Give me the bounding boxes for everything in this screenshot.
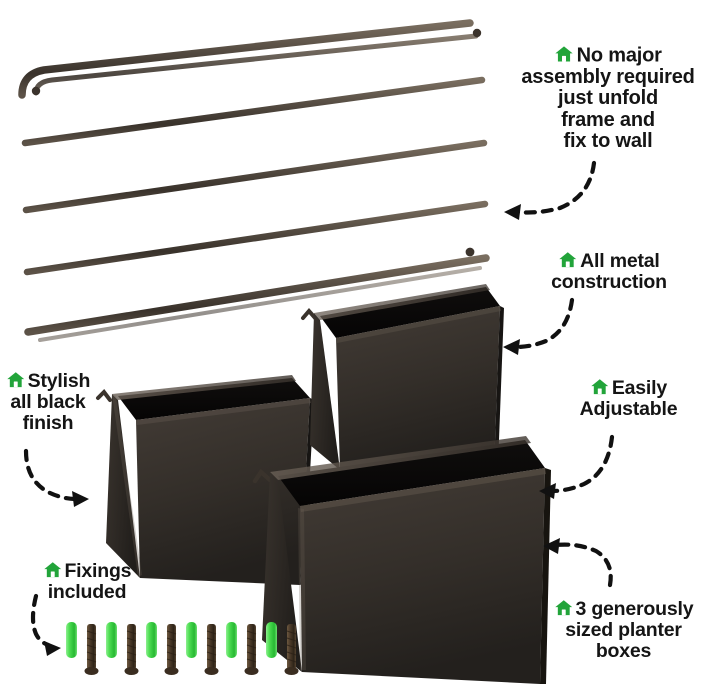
arrow-heads [44,204,560,656]
callout-line: Fixings [24,560,150,582]
callout-line: frame and [561,108,655,131]
callout-line: No major [515,44,701,67]
callout-line: assembly required [521,66,695,88]
wall-plug-set [66,622,277,658]
arrow-assembly [514,160,597,215]
arrow-adjustable [549,434,615,494]
fixings-group [66,622,299,675]
callout-fixings-included: Fixings included [24,560,150,603]
screw-set [84,624,299,675]
callout-line: fix to wall [563,130,653,153]
callout-no-major-assembly: No major assembly required just unfold f… [515,44,701,153]
callout-line: just unfold [558,87,658,110]
callout-easily-adjustable: Easily Adjustable [556,377,701,420]
callout-line: construction [551,271,667,294]
home-icon [558,250,578,270]
home-icon [554,598,574,618]
callout-line: all black [10,391,86,414]
home-icon [554,44,574,64]
callout-line: All metal [523,250,695,272]
callout-stylish-all-black-finish: Stylish all black finish [0,370,102,434]
callout-line: finish [22,411,74,434]
callout-line: Easily [556,377,701,399]
callout-line: 3 generously [546,598,701,620]
arrow-fixings [30,593,51,648]
medium-planter-box [301,284,504,470]
home-icon [6,370,26,390]
arrow-all-metal [513,297,575,350]
callout-line: Adjustable [579,398,678,421]
home-icon [43,560,63,580]
callout-all-metal-construction: All metal construction [523,250,695,293]
callout-line: boxes [595,639,652,662]
home-icon [590,377,610,397]
arrow-group [23,160,615,648]
wire-frame [18,18,490,342]
callout-planter-boxes: 3 generously sized planter boxes [546,598,701,662]
callout-line: Stylish [0,370,102,392]
callout-line: sized planter [565,619,682,642]
callout-line: included [47,581,127,604]
arrow-stylish [23,448,79,502]
arrow-planter-boxes [553,542,613,588]
large-planter-box [252,436,551,684]
